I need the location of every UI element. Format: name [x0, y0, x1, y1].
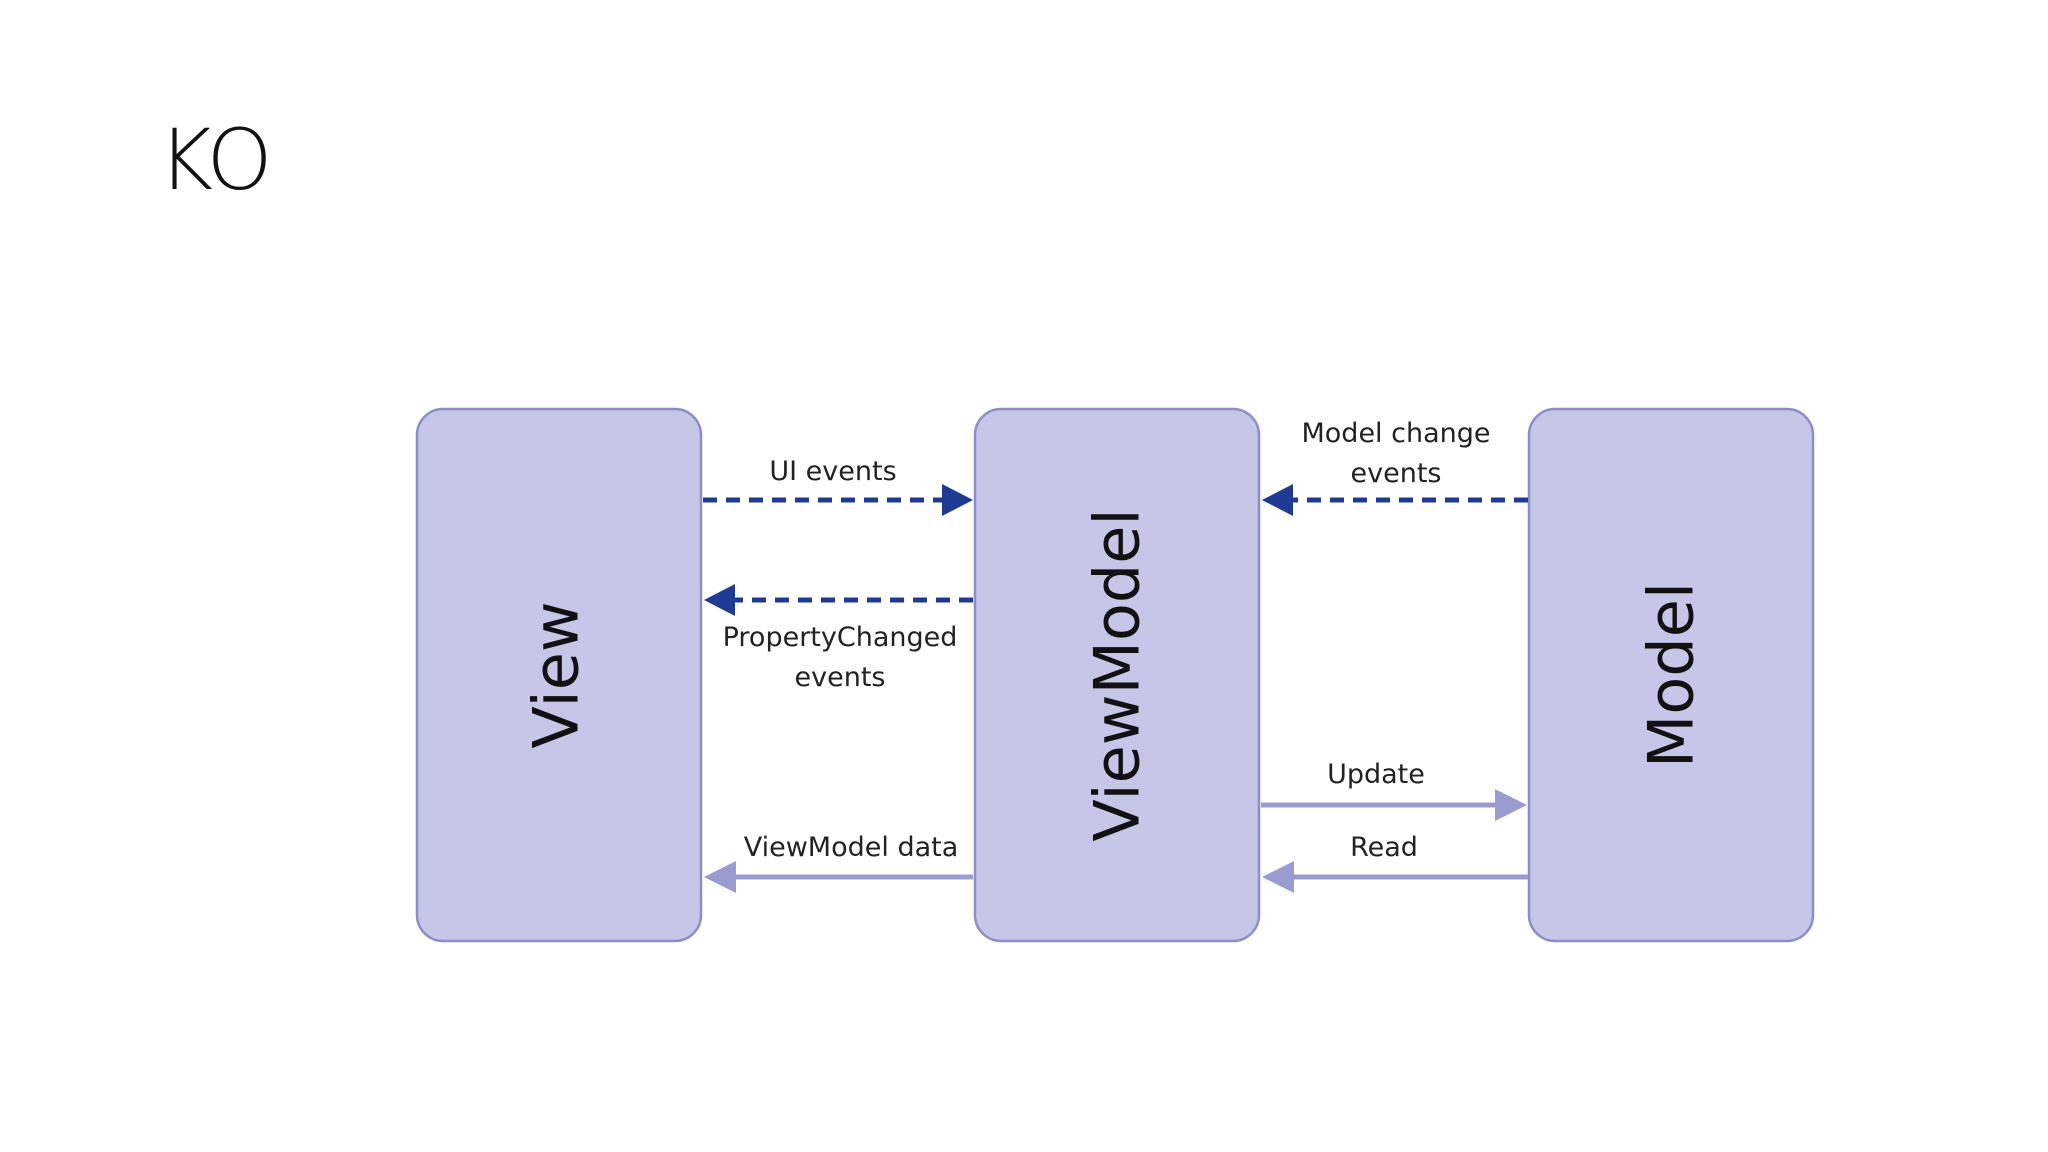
update-label: Update	[1327, 759, 1425, 790]
read-label: Read	[1350, 832, 1418, 863]
model-change-arrowhead	[1262, 484, 1293, 516]
model-change-arrow	[1262, 484, 1528, 516]
model-change-label-line2: events	[1351, 458, 1442, 489]
viewmodel-node-label: ViewModel	[1081, 508, 1154, 841]
update-arrow	[1261, 789, 1527, 821]
viewmodel-data-arrow	[704, 861, 973, 893]
view-node-label: View	[520, 601, 593, 748]
ui-events-arrow	[703, 484, 973, 516]
viewmodel-node: ViewModel	[973, 407, 1261, 943]
model-change-label-line1: Model change	[1301, 418, 1490, 449]
property-changed-arrowhead	[704, 584, 735, 616]
property-changed-label-line1: PropertyChanged	[723, 622, 958, 653]
update-arrowhead	[1495, 789, 1527, 821]
viewmodel-data-arrowhead	[704, 861, 736, 893]
ui-events-label: UI events	[769, 456, 896, 487]
view-node: View	[415, 407, 703, 943]
property-changed-arrow	[704, 584, 973, 616]
model-node: Model	[1527, 407, 1815, 943]
read-arrowhead	[1262, 861, 1294, 893]
model-node-label: Model	[1635, 582, 1708, 768]
viewmodel-data-label: ViewModel data	[744, 832, 959, 863]
ui-events-arrowhead	[942, 484, 973, 516]
property-changed-label-line2: events	[795, 662, 886, 693]
slide-title: KO	[158, 111, 273, 209]
read-arrow	[1262, 861, 1528, 893]
